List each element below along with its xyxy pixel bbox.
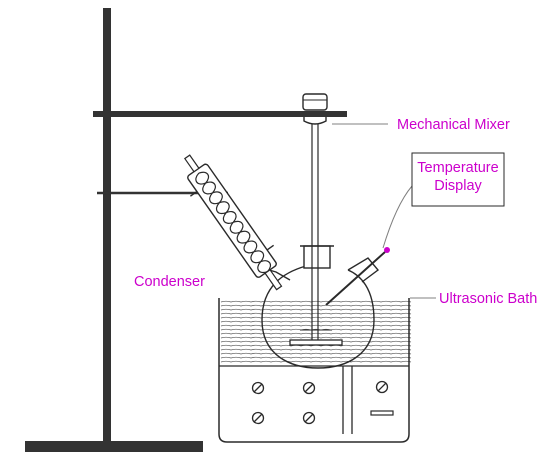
bath-knobs: [251, 380, 389, 425]
bath-wave-line: [220, 356, 412, 359]
bath-wave-line: [220, 348, 412, 351]
mixer-coupling: [303, 117, 327, 125]
bath-display-slot: [370, 410, 394, 416]
temperature-label-line2: Display: [434, 178, 482, 194]
bath-knob: [302, 381, 316, 395]
probe-tip: [384, 247, 390, 253]
bath-wave-line: [220, 360, 412, 363]
mixer-clamp-arm: [93, 111, 347, 117]
mixer-impeller: [289, 339, 343, 346]
lab-stand: [25, 8, 347, 452]
bath-liquid-waves: [220, 300, 412, 363]
bath-wave-line: [220, 308, 412, 311]
bath-wave-line: [220, 336, 412, 339]
mechanical-mixer-label: Mechanical Mixer: [397, 117, 510, 133]
temperature-leader-line: [382, 185, 413, 249]
probe-rod: [325, 251, 386, 306]
temperature-label-line1: Temperature: [417, 160, 498, 176]
bath-wave-line: [220, 328, 412, 331]
bath-knob: [302, 411, 316, 425]
bath-wave-line: [220, 304, 412, 307]
condenser-label: Condenser: [134, 274, 205, 290]
flask-center-neck: [303, 245, 331, 269]
bath-wave-line: [220, 300, 412, 303]
bath-wave-line: [220, 324, 412, 327]
bath-wave-line: [220, 332, 412, 335]
bath-wave-line: [220, 320, 412, 323]
mechanical-mixer: [289, 93, 343, 346]
leader-lines: [332, 123, 436, 299]
thermometer-probe: [325, 247, 390, 306]
bath-control-panel: [219, 365, 409, 434]
ultrasonic-bath: [218, 298, 412, 443]
temperature-display-box: [411, 152, 505, 207]
bath-bottom: [218, 433, 410, 443]
ultrasonic-bath-label: Ultrasonic Bath: [439, 291, 537, 307]
condenser: [183, 154, 283, 291]
flask-body: [261, 265, 375, 369]
condenser-coil: [195, 171, 271, 274]
bath-wave-line: [220, 316, 412, 319]
stand-base: [25, 441, 203, 452]
bath-knob: [251, 381, 265, 395]
bath-wave-line: [220, 312, 412, 315]
bath-knob: [375, 380, 389, 394]
bath-wave-line: [220, 352, 412, 355]
mixer-motor-head: [302, 93, 328, 111]
stand-rod: [103, 8, 111, 444]
bath-knob: [251, 411, 265, 425]
